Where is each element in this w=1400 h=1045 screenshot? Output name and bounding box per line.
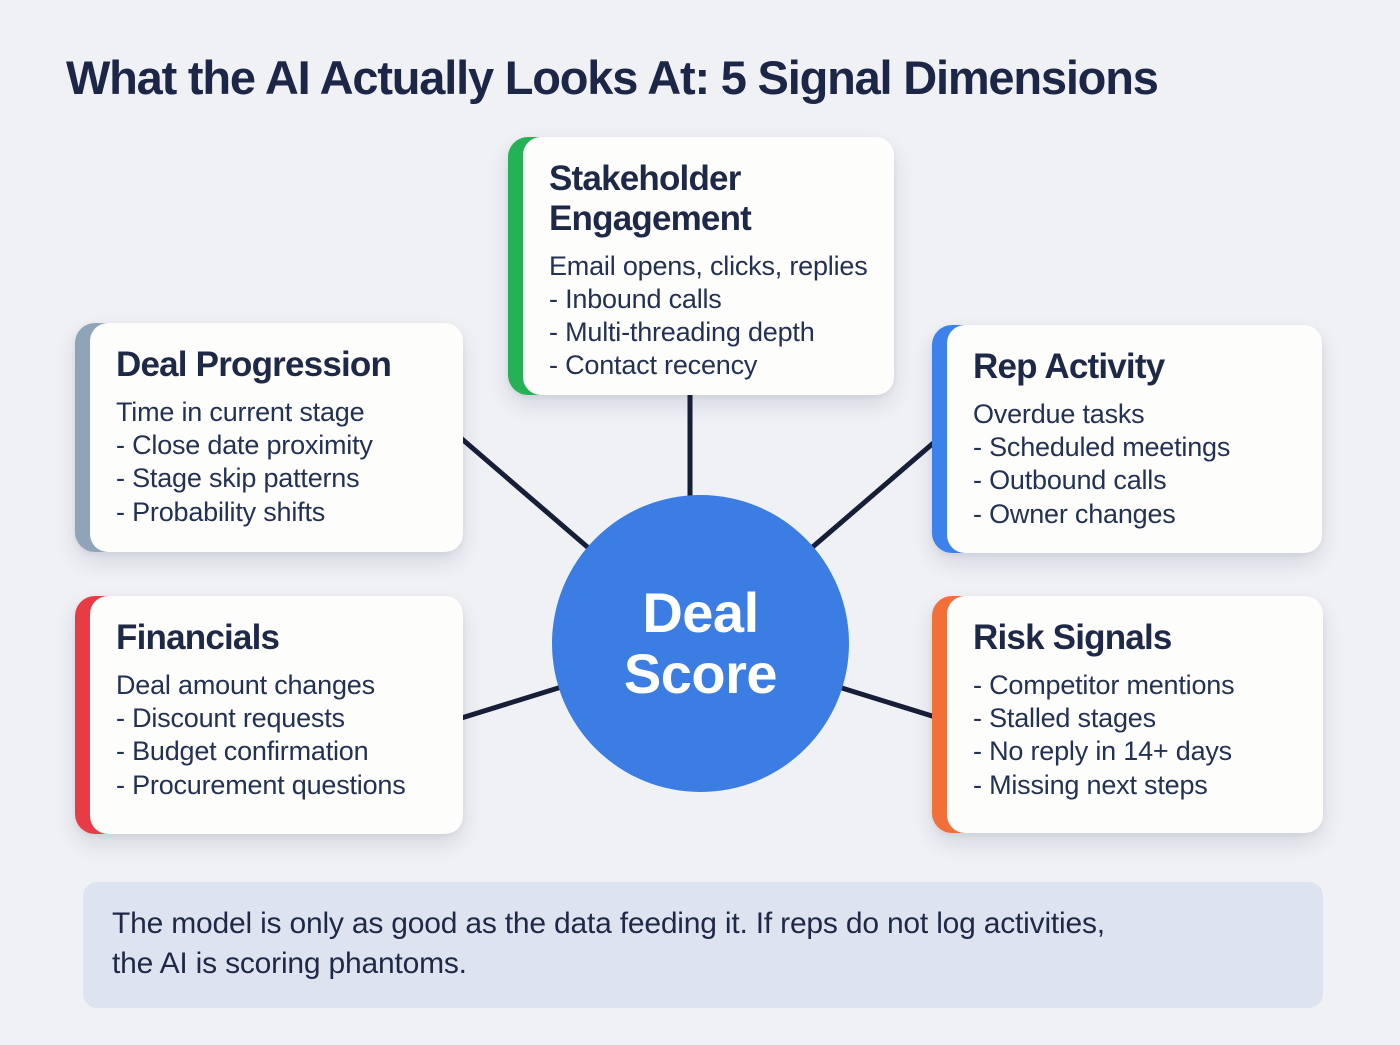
card-item: - Inbound calls — [549, 283, 722, 314]
card-item: - Outbound calls — [973, 465, 1167, 496]
deal-score-label: Deal Score — [623, 581, 778, 705]
card-stakeholder-engagement-body: Stakeholder Engagement Email opens, clic… — [523, 137, 894, 395]
card-title: Stakeholder Engagement — [549, 159, 752, 238]
card-title: Financials — [116, 618, 280, 657]
deal-score-line1: Deal — [642, 581, 759, 645]
card-item: - Discount requests — [116, 703, 345, 734]
footer-note-text: The model is only as good as the data fe… — [112, 907, 1105, 981]
card-deal-progression-body: Deal Progression Time in current stage -… — [90, 323, 463, 552]
card-item: - Probability shifts — [116, 496, 326, 527]
deal-score-circle: Deal Score — [552, 495, 849, 792]
deal-score-line2: Score — [623, 641, 778, 705]
card-item: - Scheduled meetings — [973, 432, 1231, 463]
card-item: Time in current stage — [116, 396, 365, 427]
card-deal-progression: Deal Progression Time in current stage -… — [75, 323, 463, 552]
card-rep-activity: Rep Activity Overdue tasks - Scheduled m… — [932, 325, 1322, 553]
card-title: Rep Activity — [973, 347, 1165, 386]
card-item: - Contact recency — [549, 350, 758, 381]
card-item: - Missing next steps — [973, 769, 1208, 800]
card-item: - Stalled stages — [973, 703, 1156, 734]
card-risk-signals-body: Risk Signals - Competitor mentions - Sta… — [947, 596, 1323, 833]
card-item: - Stage skip patterns — [116, 463, 360, 494]
card-risk-signals: Risk Signals - Competitor mentions - Sta… — [932, 596, 1323, 833]
card-title: Risk Signals — [973, 618, 1172, 657]
card-rep-activity-body: Rep Activity Overdue tasks - Scheduled m… — [947, 325, 1322, 553]
footer-note: The model is only as good as the data fe… — [83, 882, 1323, 1009]
card-item: - Owner changes — [973, 498, 1176, 529]
card-item: Overdue tasks — [973, 398, 1145, 429]
card-stakeholder-engagement: Stakeholder Engagement Email opens, clic… — [508, 137, 894, 395]
card-financials-body: Financials Deal amount changes - Discoun… — [90, 596, 463, 834]
page-title: What the AI Actually Looks At: 5 Signal … — [66, 51, 1159, 104]
card-item: - Competitor mentions — [973, 669, 1235, 700]
card-financials: Financials Deal amount changes - Discoun… — [75, 596, 463, 834]
card-item: - Procurement questions — [116, 769, 406, 800]
card-item: - No reply in 14+ days — [973, 736, 1232, 767]
card-title: Deal Progression — [116, 345, 392, 384]
card-item: Email opens, clicks, replies — [549, 250, 868, 281]
card-item: - Budget confirmation — [116, 736, 369, 767]
card-item: - Multi-threading depth — [549, 317, 815, 348]
card-item: - Close date proximity — [116, 430, 373, 461]
card-item: Deal amount changes — [116, 669, 375, 700]
